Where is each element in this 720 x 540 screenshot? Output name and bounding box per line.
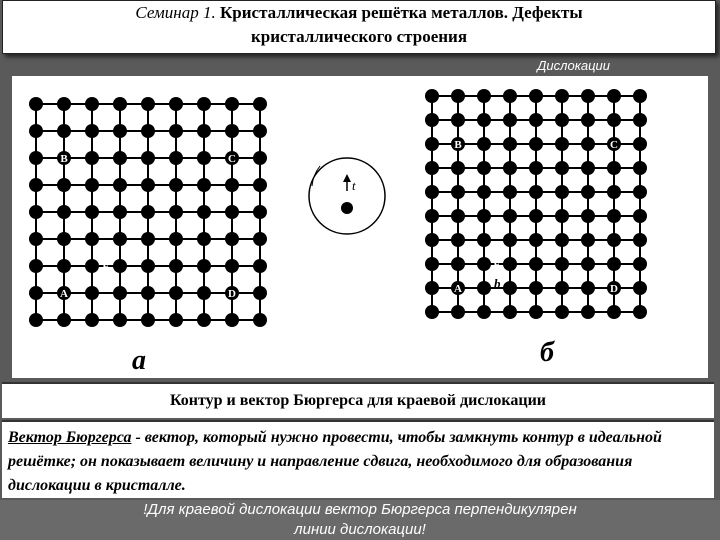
lattice-diagram: B C A D E B C A D Eb t а б [29, 89, 647, 376]
label-b: б [540, 337, 555, 368]
title-line1: Кристаллическая решётка металлов. Дефект… [219, 3, 583, 22]
note-line1: !Для краевой дислокации вектор Бюргерса … [143, 501, 577, 518]
seminar-label: Семинар 1. [135, 3, 216, 22]
corner-label-a: A [60, 288, 68, 300]
figure-caption: Контур и вектор Бюргерса для краевой дис… [2, 382, 714, 418]
dislocation-circle: t [308, 157, 386, 235]
label-a: а [132, 345, 146, 376]
corner-label-c: C [610, 139, 618, 151]
burgers-definition: Вектор Бюргерса - вектор, который нужно … [2, 420, 714, 498]
corner-label-b: B [454, 139, 462, 151]
corner-label-d: D [228, 288, 236, 300]
title-line2: кристаллического строения [250, 27, 468, 46]
corner-label-e: E [102, 261, 109, 273]
vector-b-label: b [494, 276, 501, 291]
definition-term: Вектор Бюргерса [8, 429, 132, 446]
lattice-a: B C A D E [29, 97, 267, 327]
corner-label-b: B [60, 153, 68, 165]
definition-text: - вектор, который нужно провести, чтобы … [8, 429, 662, 494]
corner-label-c: C [228, 153, 236, 165]
section-subtitle: Дислокации [537, 58, 610, 73]
lattice-b: B C A D Eb [425, 89, 647, 319]
highlight-note: !Для краевой дислокации вектор Бюргерса … [0, 500, 720, 540]
corner-label-e: E [493, 259, 500, 271]
corner-label-d: D [610, 283, 618, 295]
vector-t-label: t [352, 178, 356, 193]
page-title: Семинар 1. Кристаллическая решётка метал… [2, 0, 716, 54]
corner-label-a: A [454, 283, 462, 295]
note-line2: линии дислокации! [294, 521, 426, 538]
